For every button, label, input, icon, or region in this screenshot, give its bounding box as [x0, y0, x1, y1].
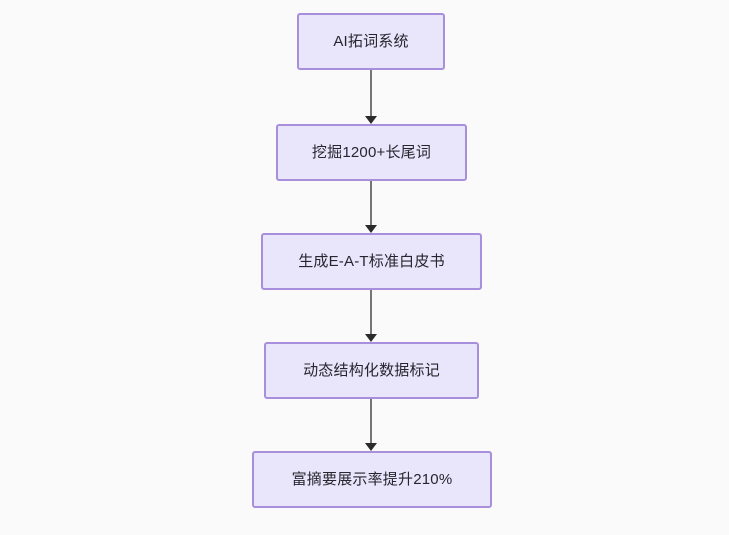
connector-n4-n5	[370, 399, 372, 443]
arrowhead-n2-n3	[365, 225, 377, 233]
flow-node-eat-whitepaper[interactable]: 生成E-A-T标准白皮书	[261, 233, 482, 290]
arrowhead-n4-n5	[365, 443, 377, 451]
flow-node-rich-snippet-result[interactable]: 富摘要展示率提升210%	[252, 451, 492, 508]
flow-node-longtail-keywords[interactable]: 挖掘1200+长尾词	[276, 124, 467, 181]
arrowhead-n3-n4	[365, 334, 377, 342]
connector-n3-n4	[370, 290, 372, 334]
connector-n2-n3	[370, 181, 372, 225]
arrowhead-n1-n2	[365, 116, 377, 124]
flow-node-structured-data-markup[interactable]: 动态结构化数据标记	[264, 342, 479, 399]
connector-n1-n2	[370, 70, 372, 116]
flow-node-ai-keyword-system[interactable]: AI拓词系统	[297, 13, 445, 70]
